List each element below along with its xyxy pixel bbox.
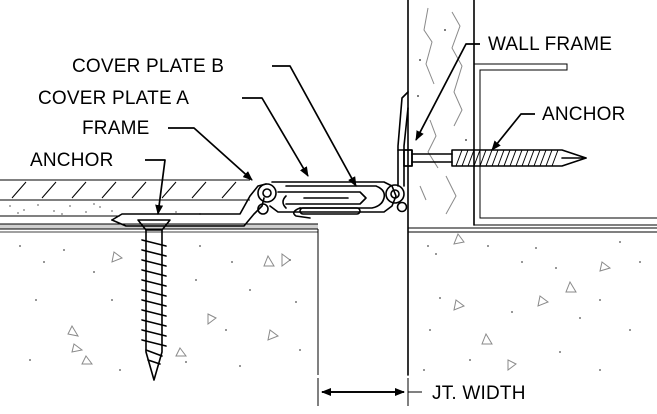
label-joint-width: JT. WIDTH — [432, 383, 526, 404]
leader-anchor-right — [491, 113, 535, 151]
leader-cover-plate-b — [272, 65, 357, 187]
right-slab — [408, 227, 657, 371]
cover-plate-b — [285, 185, 386, 219]
leader-cover-plate-a — [242, 97, 309, 177]
label-anchor-left: ANCHOR — [30, 150, 114, 171]
leader-anchor-left — [145, 159, 166, 215]
floor-anchor-screw — [137, 219, 171, 381]
label-frame: FRAME — [82, 118, 150, 139]
cover-plate-a — [269, 181, 397, 213]
leader-frame — [168, 127, 253, 181]
label-cover-plate-b: COVER PLATE B — [72, 56, 224, 77]
label-cover-plate-a: COVER PLATE A — [38, 88, 189, 109]
leader-wall-frame — [415, 43, 480, 141]
wall-anchor-screw — [403, 149, 587, 167]
joint-width-dimension — [317, 378, 422, 406]
frame-profile — [111, 183, 277, 227]
label-anchor-right: ANCHOR — [542, 104, 626, 125]
label-wall-frame: WALL FRAME — [488, 34, 612, 55]
wall-section — [407, 0, 657, 376]
